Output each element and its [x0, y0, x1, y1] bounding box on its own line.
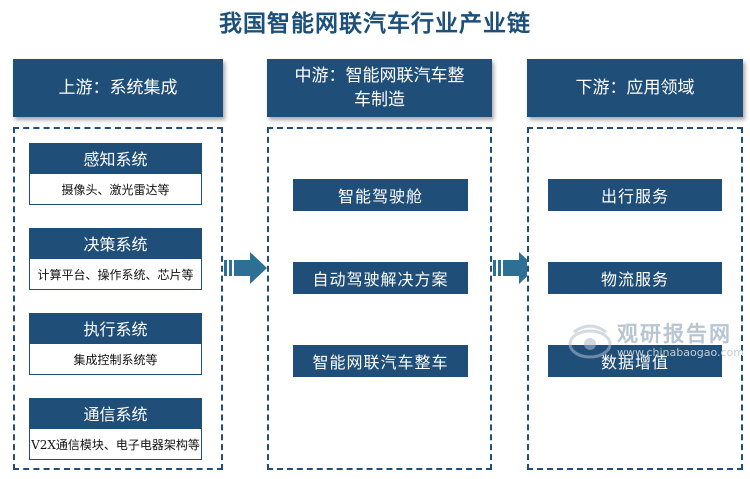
flow-arrow-icon: [224, 251, 268, 285]
system-detail-communication: V2X通信模块、电子电器架构等: [29, 428, 202, 460]
system-detail-perception: 摄像头、激光雷达等: [29, 173, 202, 205]
system-detail-execution: 集成控制系统等: [29, 343, 202, 375]
system-title-communication: 通信系统: [29, 398, 202, 428]
watermark-text: 观研报告网: [617, 322, 732, 346]
downstream-item-data-value: 数据增值: [548, 345, 722, 377]
midstream-item-smart-cockpit: 智能驾驶舱: [293, 179, 468, 211]
diagram-title: 我国智能网联汽车行业产业链: [219, 10, 531, 37]
midstream-item-autonomous-driving: 自动驾驶解决方案: [293, 262, 468, 294]
downstream-header: 下游：应用领域: [527, 59, 743, 117]
downstream-item-mobility: 出行服务: [548, 179, 722, 211]
watermark-logo-icon: [566, 322, 614, 362]
system-title-execution: 执行系统: [29, 313, 202, 343]
midstream-item-connected-vehicle: 智能网联汽车整车: [293, 345, 468, 377]
midstream-header: 中游：智能网联汽车整 车制造: [267, 59, 492, 117]
system-detail-decision: 计算平台、操作系统、芯片等: [29, 258, 202, 290]
flow-arrow-icon: [493, 251, 537, 285]
midstream-header-line2: 车制造: [354, 90, 405, 110]
system-title-decision: 决策系统: [29, 228, 202, 258]
downstream-item-logistics: 物流服务: [548, 262, 722, 294]
upstream-header: 上游：系统集成: [13, 59, 223, 117]
midstream-header-line1: 中游：智能网联汽车整: [294, 66, 465, 86]
system-title-perception: 感知系统: [29, 143, 202, 173]
watermark-url: www.chinabaogao.com: [617, 346, 744, 359]
